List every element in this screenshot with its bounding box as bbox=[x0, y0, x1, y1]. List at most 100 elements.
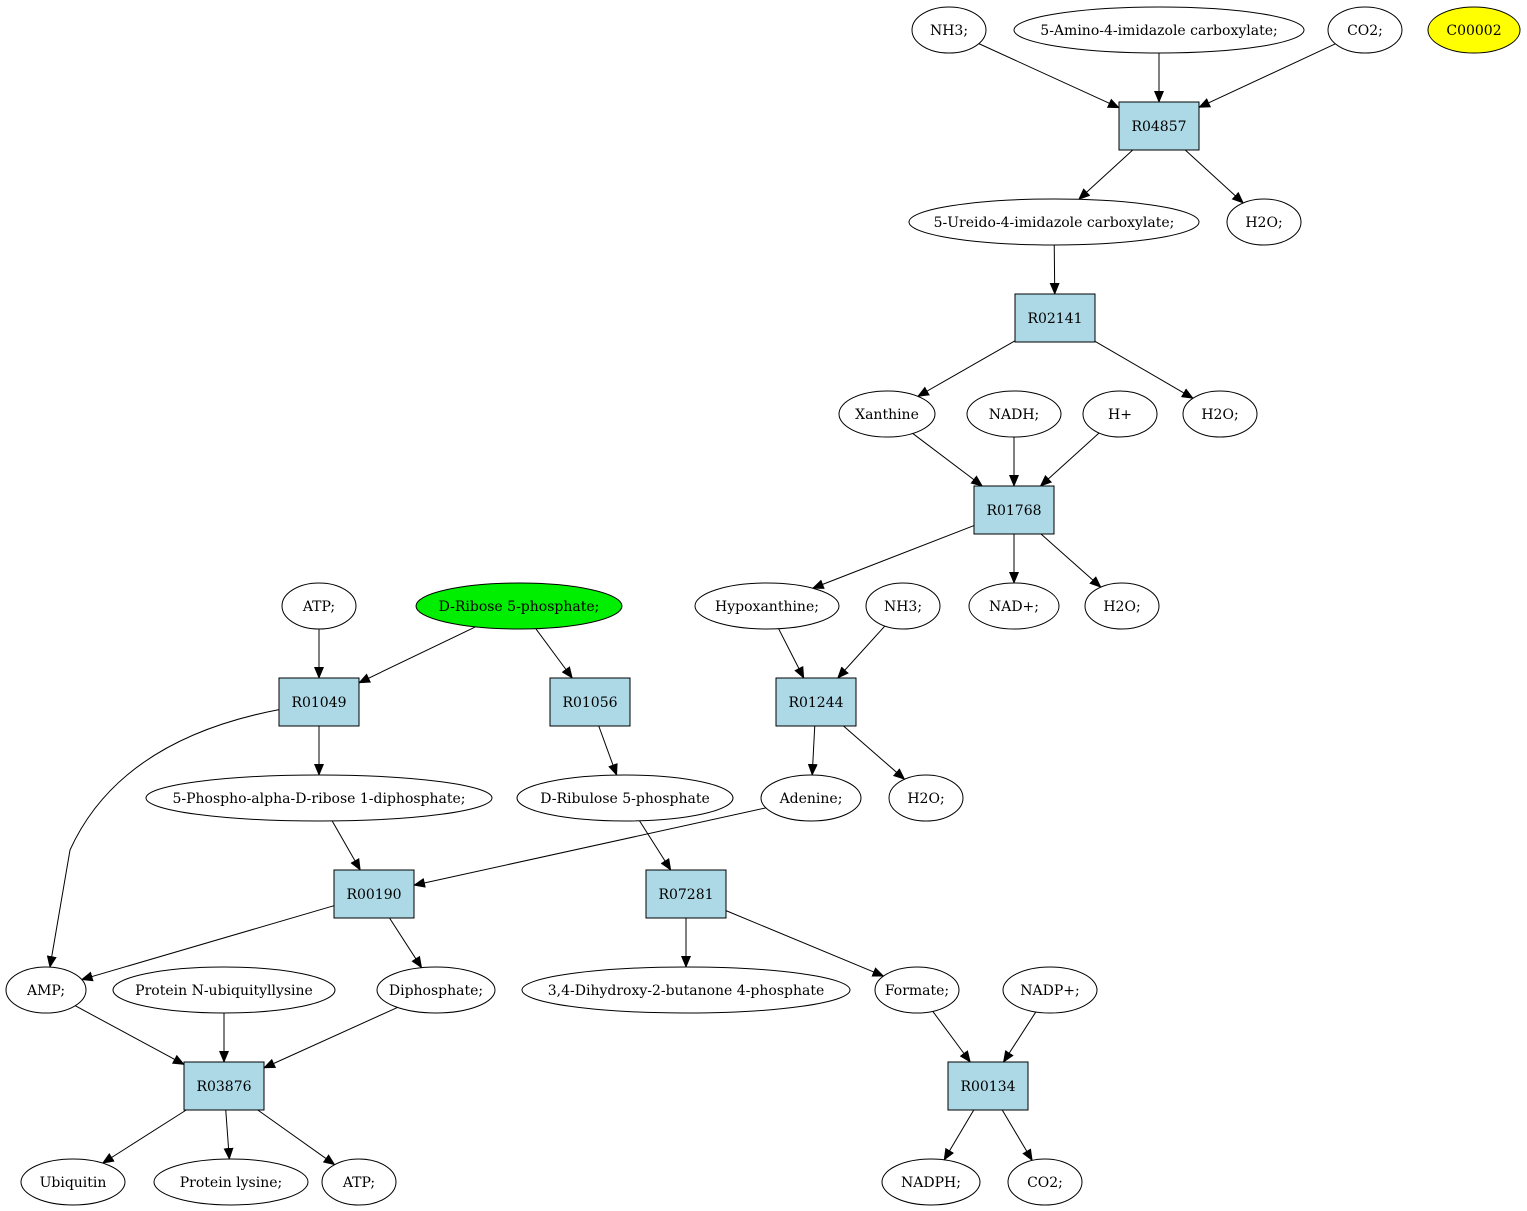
compound-node-c_formate[interactable]: Formate; bbox=[874, 966, 960, 1014]
compound-node-c_protnubl[interactable]: Protein N-ubiquityllysine bbox=[112, 966, 336, 1014]
compound-node-c_hypoxanthine[interactable]: Hypoxanthine; bbox=[694, 582, 840, 630]
compound-ellipse bbox=[145, 774, 493, 822]
node-label: Hypoxanthine; bbox=[715, 599, 819, 615]
reaction-box bbox=[775, 677, 857, 727]
reaction-node-r_R00134[interactable]: R00134 bbox=[947, 1061, 1029, 1111]
reaction-node-r_R04857[interactable]: R04857 bbox=[1118, 101, 1200, 151]
compound-node-c_dhbp[interactable]: 3,4-Dihydroxy-2-butanone 4-phosphate bbox=[521, 966, 851, 1014]
compound-ellipse bbox=[966, 390, 1062, 438]
node-label: NADPH; bbox=[901, 1175, 961, 1191]
edge-r_R01049-to-c_amp bbox=[46, 709, 280, 969]
reaction-node-r_R02141[interactable]: R02141 bbox=[1014, 293, 1096, 343]
edge-r_R01768-to-c_hypoxanthine bbox=[811, 525, 975, 589]
reaction-box bbox=[549, 677, 631, 727]
compound-node-c_xanthine[interactable]: Xanthine bbox=[838, 390, 936, 438]
node-label: R04857 bbox=[1131, 119, 1186, 135]
edges-layer bbox=[46, 43, 1336, 1166]
compound-node-c_co2_1[interactable]: CO2; bbox=[1327, 6, 1403, 54]
node-label: Protein N-ubiquityllysine bbox=[135, 983, 313, 999]
compound-node-c_h2o_3[interactable]: H2O; bbox=[1084, 582, 1160, 630]
edge-r_R02141-to-c_h2o_2 bbox=[1094, 340, 1194, 399]
node-label: CO2; bbox=[1347, 23, 1383, 39]
compound-node-c_c00002[interactable]: C00002 bbox=[1427, 6, 1521, 54]
compound-ellipse bbox=[911, 6, 987, 54]
edge-r_R00190-to-c_amp bbox=[80, 905, 335, 982]
node-label: NH3; bbox=[884, 599, 922, 615]
compound-node-c_hplus[interactable]: H+ bbox=[1082, 390, 1158, 438]
compound-ellipse bbox=[908, 198, 1200, 246]
compound-ellipse bbox=[281, 582, 357, 630]
edge-c_amp-to-r_R03876 bbox=[74, 1005, 185, 1065]
node-label: R02141 bbox=[1027, 311, 1082, 327]
reaction-box bbox=[183, 1061, 265, 1111]
compound-ellipse bbox=[1002, 966, 1098, 1014]
edge-c_co2_1-to-r_R04857 bbox=[1198, 43, 1336, 108]
node-label: NADP+; bbox=[1020, 983, 1079, 999]
node-label: CO2; bbox=[1027, 1175, 1063, 1191]
edge-c_ribose5p-to-r_R01056 bbox=[535, 628, 573, 679]
reaction-node-r_R00190[interactable]: R00190 bbox=[333, 869, 415, 919]
node-label: Ubiquitin bbox=[40, 1175, 107, 1191]
reaction-box bbox=[947, 1061, 1029, 1111]
compound-ellipse bbox=[865, 582, 941, 630]
node-label: R01056 bbox=[562, 695, 617, 711]
edge-c_adenine-to-r_R00190 bbox=[413, 807, 766, 888]
compound-node-c_co2_2[interactable]: CO2; bbox=[1007, 1158, 1083, 1206]
compound-ellipse bbox=[112, 966, 336, 1014]
edge-r_R01244-to-c_adenine bbox=[807, 725, 818, 777]
compound-ellipse bbox=[1226, 198, 1302, 246]
compound-node-c_nh3_1[interactable]: NH3; bbox=[911, 6, 987, 54]
reaction-node-r_R01049[interactable]: R01049 bbox=[278, 677, 360, 727]
compound-ellipse bbox=[5, 966, 87, 1014]
edge-r_R07281-to-c_formate bbox=[725, 910, 885, 977]
node-label: H2O; bbox=[907, 791, 944, 807]
compound-node-c_aica[interactable]: 5-Amino-4-imidazole carboxylate; bbox=[1013, 6, 1305, 54]
compound-node-c_h2o_2[interactable]: H2O; bbox=[1182, 390, 1258, 438]
compound-node-c_nadpplus[interactable]: NADP+; bbox=[1002, 966, 1098, 1014]
node-label: 5-Ureido-4-imidazole carboxylate; bbox=[934, 215, 1175, 231]
node-label: H+ bbox=[1108, 407, 1132, 423]
node-label: NAD+; bbox=[989, 599, 1039, 615]
compound-node-c_ubiquitin[interactable]: Ubiquitin bbox=[20, 1158, 126, 1206]
reaction-node-r_R01768[interactable]: R01768 bbox=[973, 485, 1055, 535]
reaction-box bbox=[645, 869, 727, 919]
node-label: Diphosphate; bbox=[389, 983, 483, 999]
edge-r_R00134-to-c_co2_2 bbox=[1001, 1109, 1033, 1162]
compound-node-c_diphosphate[interactable]: Diphosphate; bbox=[376, 966, 496, 1014]
compound-ellipse bbox=[1082, 390, 1158, 438]
compound-node-c_prpp[interactable]: 5-Phospho-alpha-D-ribose 1-diphosphate; bbox=[145, 774, 493, 822]
edge-r_R04857-to-c_ureido bbox=[1078, 149, 1134, 201]
compound-ellipse bbox=[1007, 1158, 1083, 1206]
compound-node-c_h2o_4[interactable]: H2O; bbox=[888, 774, 964, 822]
reaction-node-r_R01244[interactable]: R01244 bbox=[775, 677, 857, 727]
compound-node-c_adenine[interactable]: Adenine; bbox=[760, 774, 862, 822]
compound-node-c_nadph[interactable]: NADPH; bbox=[881, 1158, 981, 1206]
compound-node-c_nadh[interactable]: NADH; bbox=[966, 390, 1062, 438]
compound-node-c_nadplus[interactable]: NAD+; bbox=[968, 582, 1060, 630]
node-label: 5-Phospho-alpha-D-ribose 1-diphosphate; bbox=[172, 791, 465, 807]
compound-ellipse bbox=[1427, 6, 1521, 54]
reaction-node-r_R01056[interactable]: R01056 bbox=[549, 677, 631, 727]
node-label: ATP; bbox=[342, 1175, 375, 1191]
node-label: D-Ribulose 5-phosphate bbox=[540, 791, 710, 807]
reaction-node-r_R07281[interactable]: R07281 bbox=[645, 869, 727, 919]
compound-node-c_protlys[interactable]: Protein lysine; bbox=[153, 1158, 309, 1206]
node-label: Xanthine bbox=[855, 407, 919, 423]
compound-node-c_ureido[interactable]: 5-Ureido-4-imidazole carboxylate; bbox=[908, 198, 1200, 246]
compound-node-c_nh3_2[interactable]: NH3; bbox=[865, 582, 941, 630]
compound-node-c_atp_1[interactable]: ATP; bbox=[281, 582, 357, 630]
compound-ellipse bbox=[838, 390, 936, 438]
compound-ellipse bbox=[415, 582, 623, 630]
node-label: H2O; bbox=[1245, 215, 1282, 231]
compound-node-c_ribose5p[interactable]: D-Ribose 5-phosphate; bbox=[415, 582, 623, 630]
edge-r_R01056-to-c_ribulose5p bbox=[598, 725, 618, 777]
edge-c_nadpplus-to-r_R00134 bbox=[1002, 1011, 1037, 1063]
compound-node-c_atp_2[interactable]: ATP; bbox=[321, 1158, 397, 1206]
node-label: Protein lysine; bbox=[180, 1175, 282, 1191]
compound-ellipse bbox=[321, 1158, 397, 1206]
compound-node-c_amp[interactable]: AMP; bbox=[5, 966, 87, 1014]
compound-node-c_ribulose5p[interactable]: D-Ribulose 5-phosphate bbox=[516, 774, 734, 822]
reaction-node-r_R03876[interactable]: R03876 bbox=[183, 1061, 265, 1111]
compound-node-c_h2o_1[interactable]: H2O; bbox=[1226, 198, 1302, 246]
